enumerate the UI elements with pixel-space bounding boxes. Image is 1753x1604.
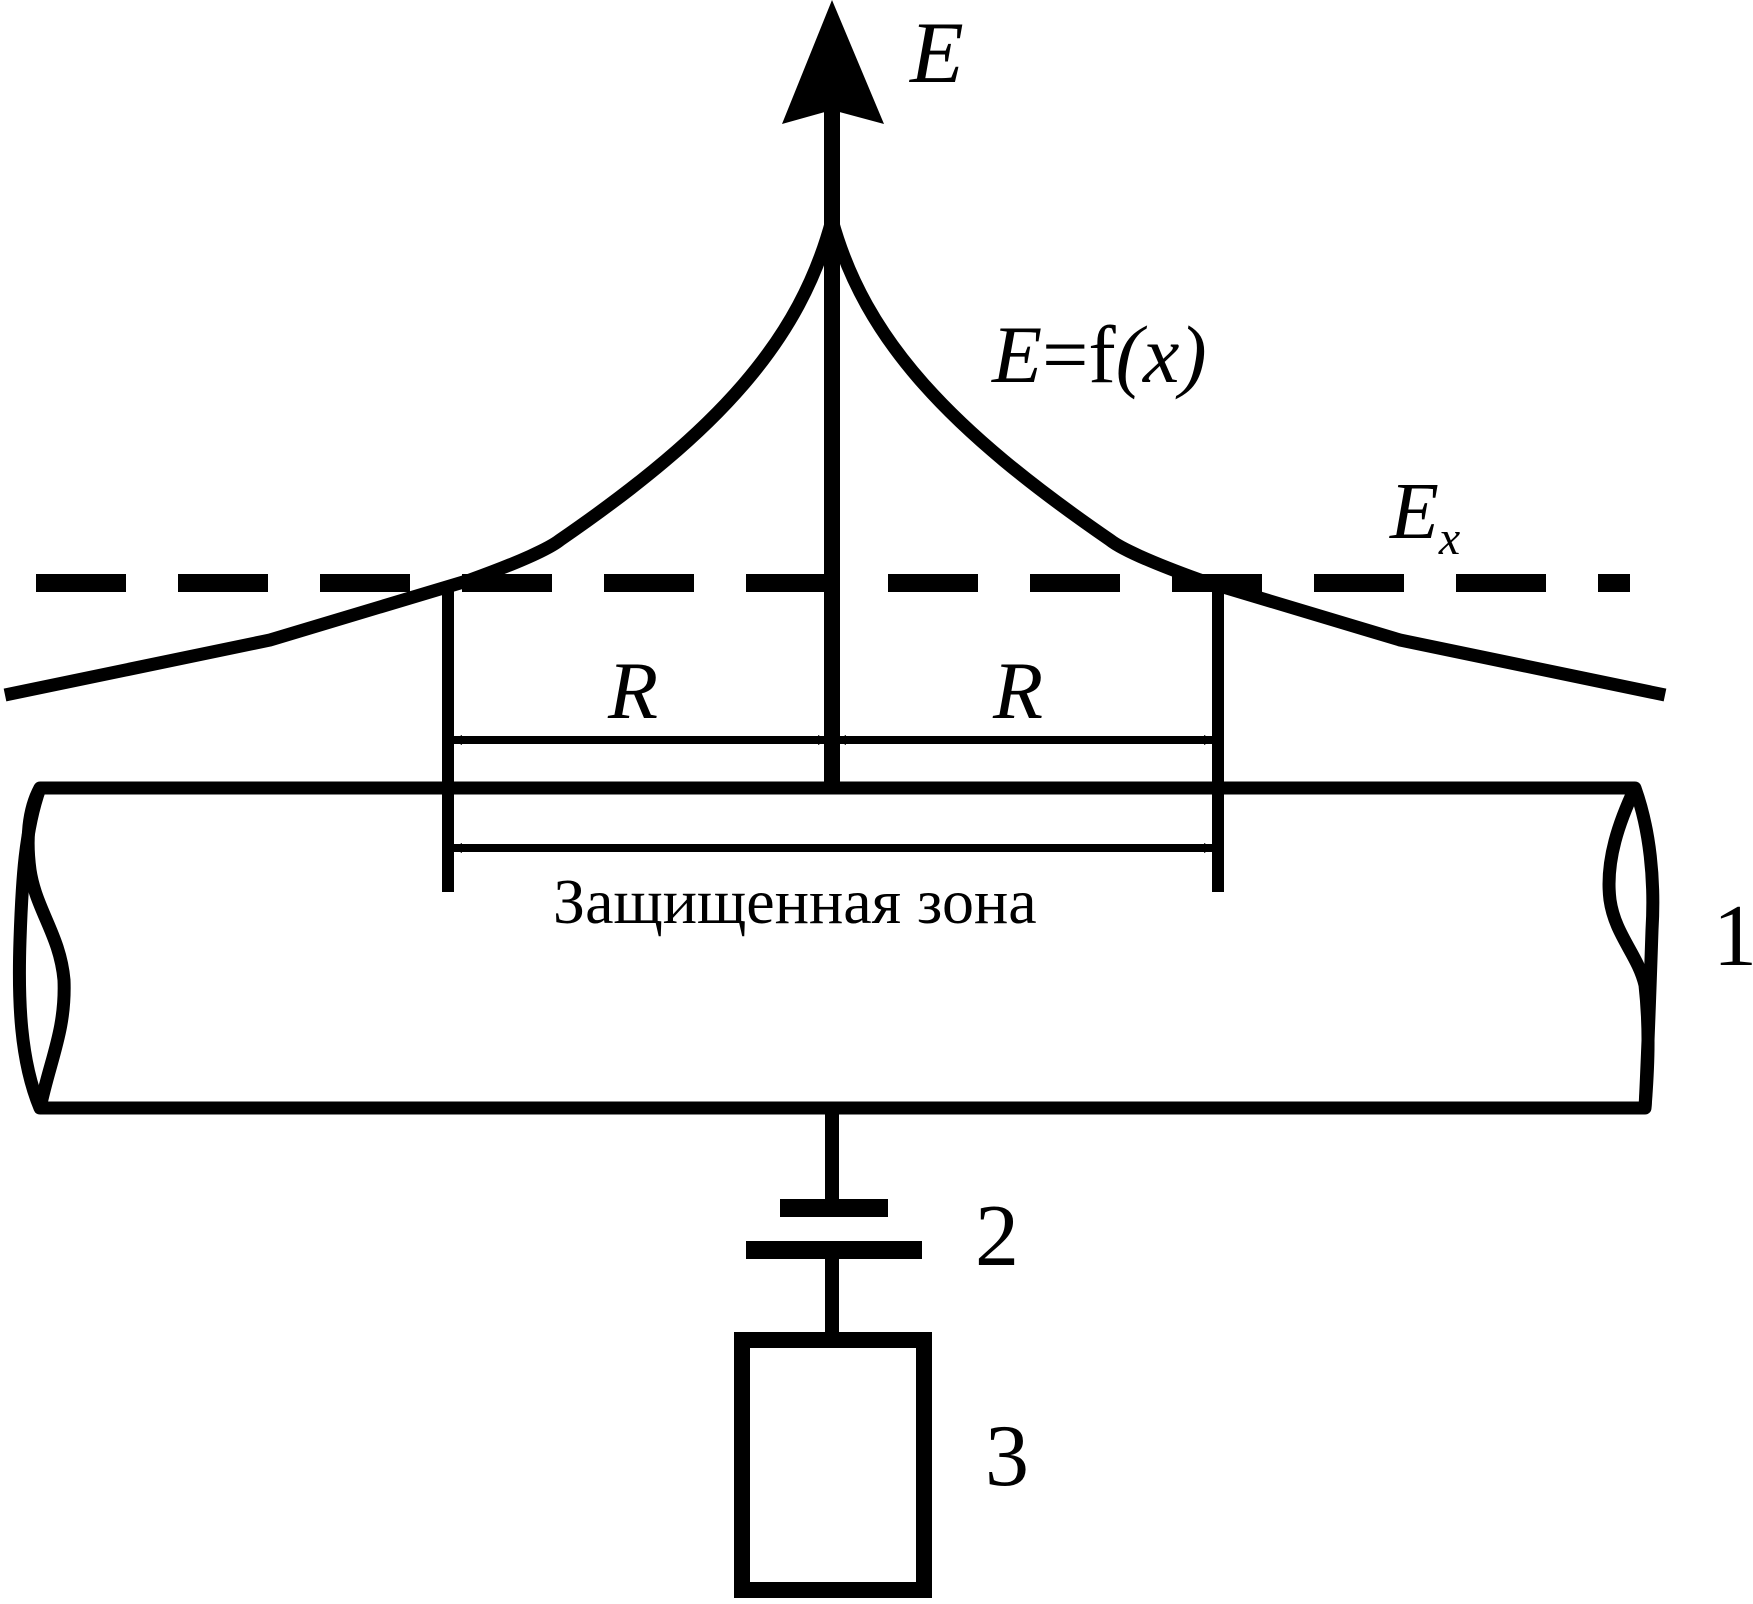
protected-zone-label: Защищенная зона [553,866,1037,937]
source-number-label: 2 [975,1188,1019,1285]
pipe-break-left [21,784,71,1110]
e-axis [782,0,884,790]
radius-right-label: R [992,645,1043,736]
unit-number-label: 3 [985,1408,1029,1505]
pipe-break-right [1602,785,1655,1109]
threshold-label: Ex [1389,468,1460,565]
radius-left-label: R [607,645,658,736]
pipe-number-label: 1 [1713,888,1753,985]
unit-box [734,1332,932,1598]
potential-curve [3,213,1667,702]
pipe-body [12,781,1660,1115]
e-axis-arrowhead [782,0,884,124]
e-axis-label: E [908,5,964,102]
curve-label: E=f(x) [991,309,1207,400]
